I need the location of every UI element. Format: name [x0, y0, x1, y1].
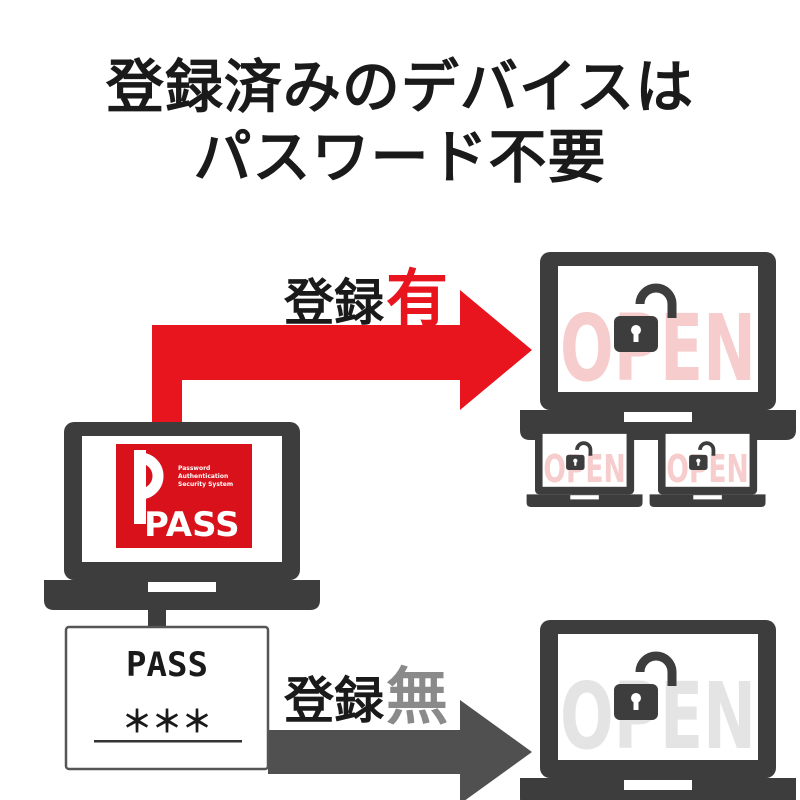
source-laptop: Password Authentication Security System …: [44, 422, 320, 610]
logo-text: PASS: [144, 505, 240, 545]
registered-arrow: [152, 290, 532, 428]
unregistered-label: 登録: [283, 672, 385, 730]
registered-accent: 有: [386, 262, 448, 335]
open-text-unregistered: OPEN: [560, 663, 756, 770]
target-laptop-registered: OPEN: [520, 252, 796, 440]
logo-subtitle-3: Security System: [178, 481, 233, 488]
registered-label: 登録: [283, 274, 385, 332]
title-line-1: 登録済みのデバイスは: [105, 53, 695, 121]
title-line-2: パスワード不要: [193, 123, 607, 191]
open-text-small-2: OPEN: [666, 447, 748, 492]
target-laptop-small-1: OPEN: [526, 428, 643, 507]
unregistered-arrow: [268, 700, 532, 800]
unregistered-accent: 無: [386, 660, 448, 733]
target-laptop-unregistered: OPEN: [520, 620, 796, 800]
target-laptop-small-2: OPEN: [649, 428, 766, 507]
open-text: OPEN: [560, 295, 756, 402]
password-box: PASS ＊＊＊: [64, 625, 270, 771]
logo-subtitle-2: Authentication: [178, 473, 228, 480]
password-label: PASS: [126, 645, 208, 685]
open-text-small-1: OPEN: [543, 447, 625, 492]
logo-subtitle-1: Password: [178, 465, 210, 472]
password-value: ＊＊＊: [122, 705, 212, 740]
pass-logo: Password Authentication Security System …: [116, 444, 252, 548]
